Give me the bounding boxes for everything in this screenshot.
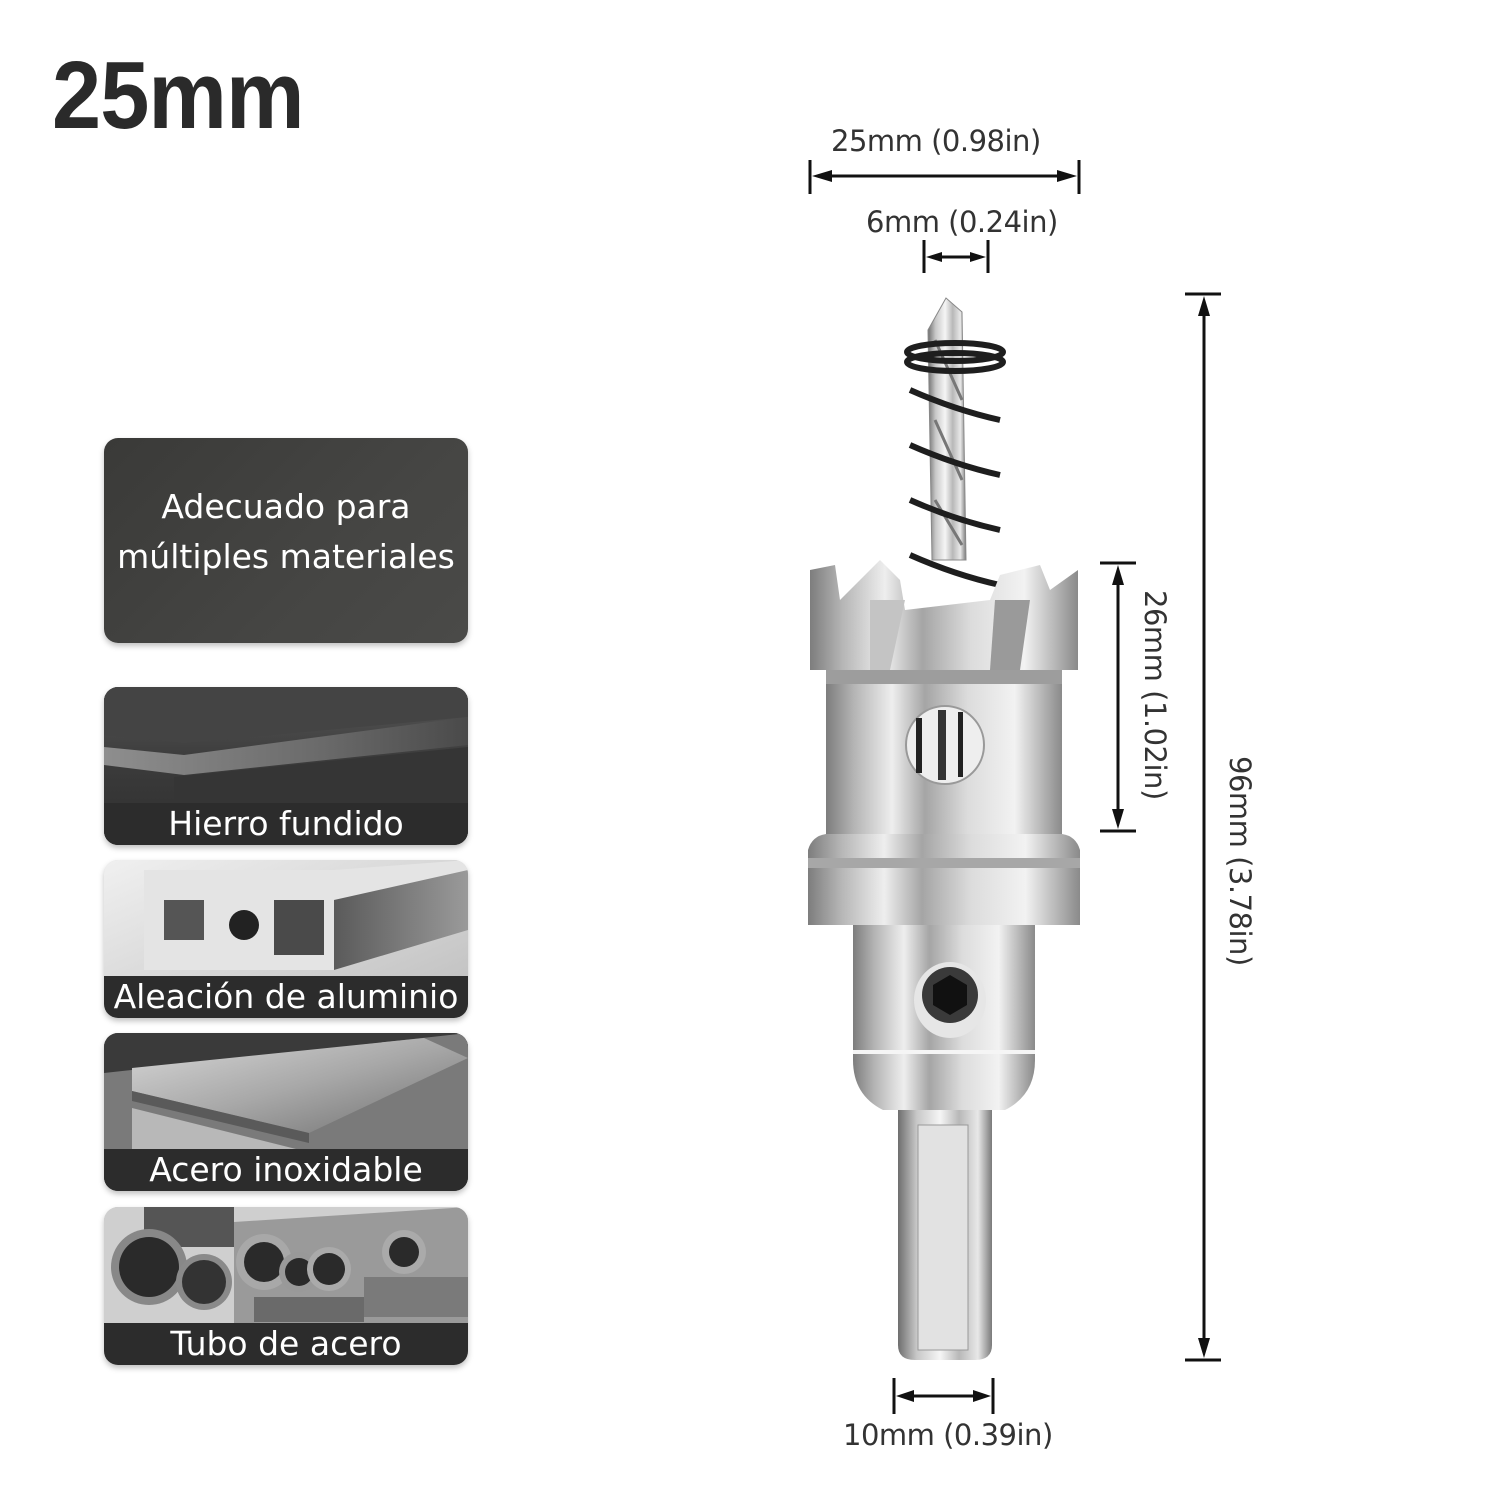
material-label: Hierro fundido xyxy=(104,803,468,845)
pilot-drill-diameter-label: 6mm (0.24in) xyxy=(866,205,1058,239)
shank-diameter-label: 10mm (0.39in) xyxy=(843,1418,1053,1452)
intro-line-1: Adecuado para xyxy=(161,486,411,526)
material-card-aluminum: Aleación de aluminio xyxy=(104,860,468,1018)
material-label: Tubo de acero xyxy=(104,1323,468,1365)
material-label: Aleación de aluminio xyxy=(104,976,468,1018)
arbor xyxy=(853,925,1035,1110)
material-card-stainless-steel: Acero inoxidable xyxy=(104,1033,468,1191)
pilot-drill xyxy=(927,297,967,561)
intro-line-2: múltiples materiales xyxy=(117,536,455,576)
materials-intro-card: Adecuado para múltiples materiales xyxy=(104,438,468,643)
total-length-label: 96mm (3.78in) xyxy=(1223,756,1257,966)
cutting-depth-label: 26mm (1.02in) xyxy=(1138,590,1172,800)
cutter-head xyxy=(808,560,1080,925)
material-label: Acero inoxidable xyxy=(104,1149,468,1191)
spring xyxy=(904,340,1006,588)
stainless-plates-image xyxy=(104,1033,468,1191)
size-title: 25mm xyxy=(52,42,305,149)
materials-intro-text: Adecuado para múltiples materiales xyxy=(117,482,455,582)
outer-diameter-label: 25mm (0.98in) xyxy=(831,124,1041,158)
material-card-steel-tube: Tubo de acero xyxy=(104,1207,468,1365)
material-card-cast-iron: Hierro fundido xyxy=(104,687,468,845)
hex-shank xyxy=(898,1110,992,1360)
